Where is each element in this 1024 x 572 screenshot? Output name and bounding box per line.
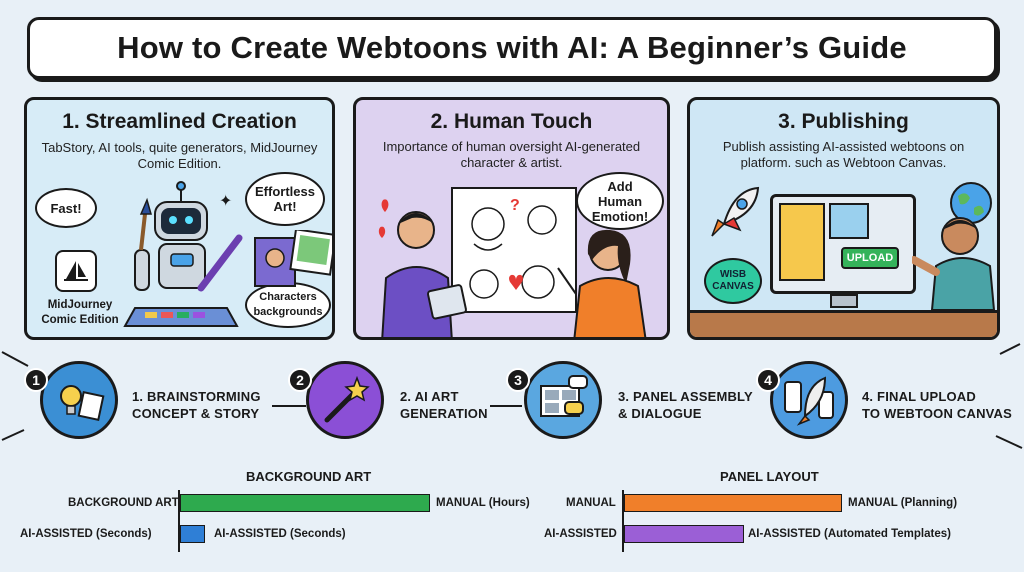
step-3-icon-circle <box>524 361 602 439</box>
midjourney-label: MidJourney Comic Edition <box>41 299 119 326</box>
svg-text:✦: ✦ <box>219 193 232 210</box>
chart-1-category-0: BACKGROUND ART <box>68 497 179 509</box>
panel-human-touch: 2. Human Touch Importance of human overs… <box>353 97 670 340</box>
sketch-board-illustration: ? <box>451 187 577 313</box>
chart-1-value-label-0: MANUAL (Hours) <box>436 497 530 509</box>
speech-bubble-characters: Characters backgrounds <box>245 282 331 328</box>
panel-publishing: 3. Publishing Publish assisting AI-assis… <box>687 97 1000 340</box>
speech-bubble-fast: Fast! <box>35 188 97 228</box>
chart-2-bar-1 <box>624 525 744 543</box>
magic-wand-icon <box>324 375 370 423</box>
burst-lines <box>1 343 1023 449</box>
comic-preview <box>779 203 825 281</box>
panel-description: TabStory, AI tools, quite generators, Mi… <box>41 140 318 171</box>
step-2-label-line1: 2. AI Art <box>400 389 459 404</box>
title-banner: How to Create Webtoons with AI: A Beginn… <box>27 17 997 79</box>
step-2-label: 2. AI Art Generation <box>400 388 488 422</box>
panel-heading: 1. Streamlined Creation <box>62 110 297 133</box>
chart-2-title: PANEL LAYOUT <box>720 469 819 484</box>
chart-1-value-label-1: AI-ASSISTED (Seconds) <box>214 528 346 540</box>
woman-artist-illustration <box>557 229 647 337</box>
step-2-number: 2 <box>288 368 312 392</box>
step-4-icon-circle <box>770 361 848 439</box>
lightbulb-icon <box>60 385 105 422</box>
step-1-label-line1: 1. Brainstorming <box>132 389 261 404</box>
chart-2-axis <box>622 490 624 552</box>
step-2-icon-circle <box>306 361 384 439</box>
desk <box>690 310 997 337</box>
panel-description: Publish assisting AI-assisted webtoons o… <box>722 139 965 170</box>
panel-heading: 3. Publishing <box>778 110 909 133</box>
panel-heading: 2. Human Touch <box>430 110 593 133</box>
midjourney-logo <box>55 250 97 292</box>
step-4-label-line1: 4. Final Upload <box>862 389 976 404</box>
chart-1-axis <box>178 490 180 552</box>
step-3-label-line1: 3. Panel Assembly <box>618 389 753 404</box>
chart-2-category-0: MANUAL <box>566 497 616 509</box>
step-1-label-line2: Concept & Story <box>132 406 260 421</box>
chart-1-category-1: AI-ASSISTED (Seconds) <box>20 528 152 540</box>
heart-icons <box>378 199 389 238</box>
man-with-tablet-illustration <box>381 211 467 337</box>
step-3-number: 3 <box>506 368 530 392</box>
rocket-illustration <box>711 186 760 237</box>
chart-2-bar-0 <box>624 494 842 512</box>
step-4-label-line2: to Webtoon Canvas <box>862 406 1013 421</box>
upload-button[interactable]: UPLOAD <box>841 247 899 269</box>
monitor-stand <box>830 294 858 308</box>
page-title: How to Create Webtoons with AI: A Beginn… <box>117 30 907 65</box>
robot-artist-illustration: ✦ <box>123 181 243 327</box>
step-connector <box>272 405 306 407</box>
step-connector <box>490 405 522 407</box>
step-3-label: 3. Panel Assembly & Dialogue <box>618 388 753 422</box>
panel-description: Importance of human oversight AI-generat… <box>382 139 641 170</box>
panel-streamlined-creation: 1. Streamlined Creation TabStory, AI too… <box>24 97 335 340</box>
photo-cards-illustration <box>254 230 332 287</box>
speech-bubble-human-emotion: Add Human Emotion! <box>576 172 664 230</box>
chart-2-category-1: AI-ASSISTED <box>544 528 617 540</box>
step-2-label-line2: Generation <box>400 406 488 421</box>
globe-icon <box>950 182 992 224</box>
rocket-icon <box>784 376 834 426</box>
chart-1-title: BACKGROUND ART <box>246 469 372 484</box>
step-1-number: 1 <box>24 368 48 392</box>
monitor: UPLOAD <box>770 194 916 294</box>
chart-1-bar-0 <box>180 494 430 512</box>
chart-2-value-label-0: MANUAL (Planning) <box>848 497 958 509</box>
step-3-label-line2: & Dialogue <box>618 406 702 421</box>
panels-icon <box>540 375 588 417</box>
speech-bubble-effortless: Effortless Art! <box>245 172 325 226</box>
step-4-label: 4. Final Upload to Webtoon Canvas <box>862 388 1012 422</box>
chart-1-bar-1 <box>180 525 205 543</box>
step-4-number: 4 <box>756 368 780 392</box>
comic-preview <box>829 203 869 239</box>
sailboat-icon <box>64 261 88 281</box>
step-1-label: 1. Brainstorming Concept & Story <box>132 388 261 422</box>
man-at-computer-illustration <box>912 217 996 310</box>
chart-2-value-label-1: AI-ASSISTED (Automated Templates) <box>748 528 951 540</box>
svg-text:?: ? <box>510 197 520 214</box>
canvas-badge: WISB CANVAS <box>704 258 762 304</box>
step-1-icon-circle <box>40 361 118 439</box>
